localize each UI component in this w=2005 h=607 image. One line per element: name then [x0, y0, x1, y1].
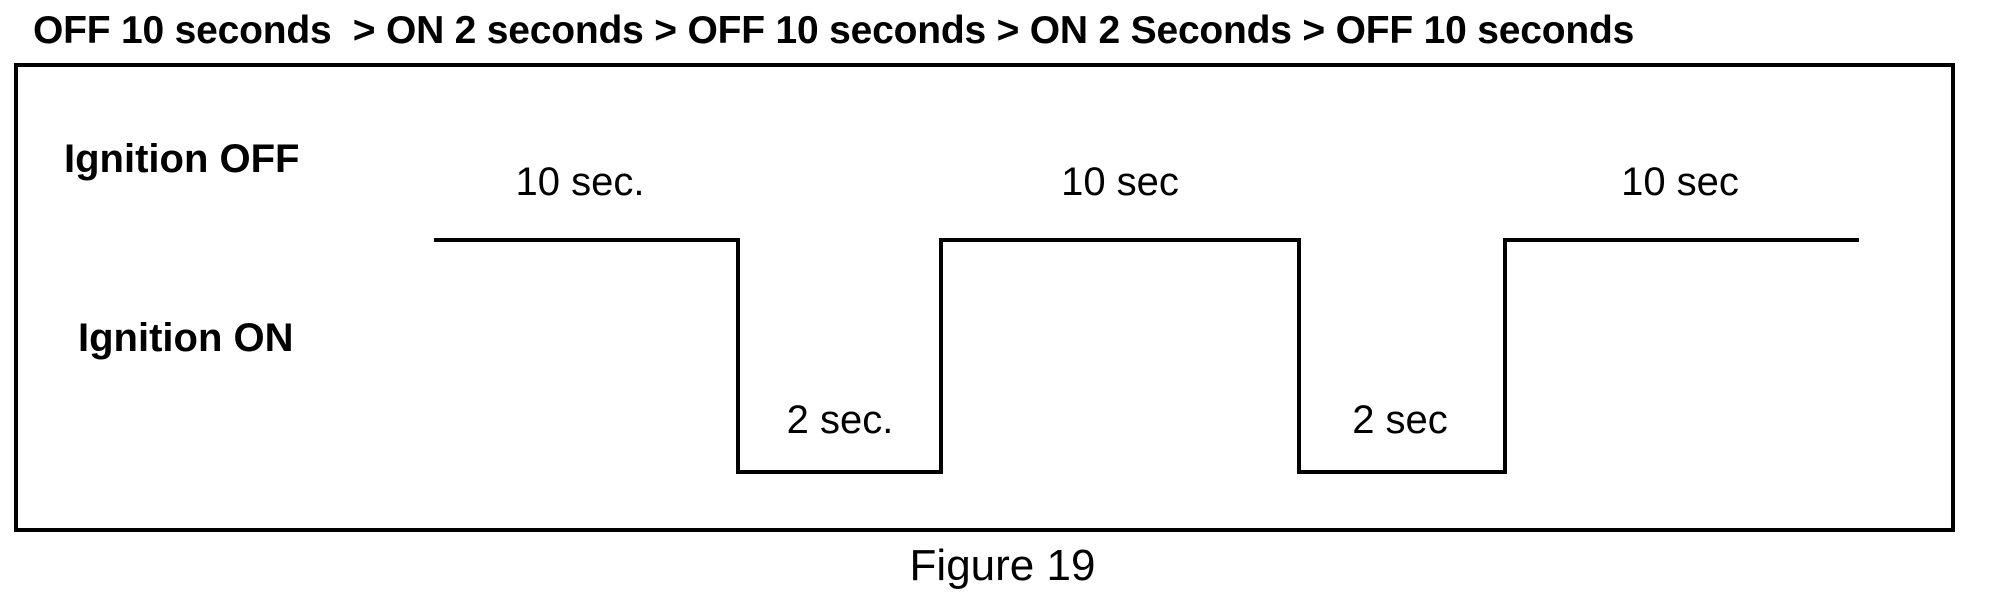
axis-label-ignition-on: Ignition ON [78, 316, 294, 360]
duration-label-2: 2 sec. [786, 398, 894, 442]
duration-label-4: 2 sec [1352, 398, 1448, 442]
duration-label-3: 10 sec [1061, 160, 1179, 204]
figure-caption: Figure 19 [909, 541, 1096, 590]
duration-label-1: 10 sec. [515, 160, 645, 204]
diagram-frame [14, 63, 1955, 532]
duration-label-5: 10 sec [1621, 160, 1739, 204]
sequence-title: OFF 10 seconds > ON 2 seconds > OFF 10 s… [33, 9, 1635, 52]
axis-label-ignition-off: Ignition OFF [64, 137, 300, 181]
